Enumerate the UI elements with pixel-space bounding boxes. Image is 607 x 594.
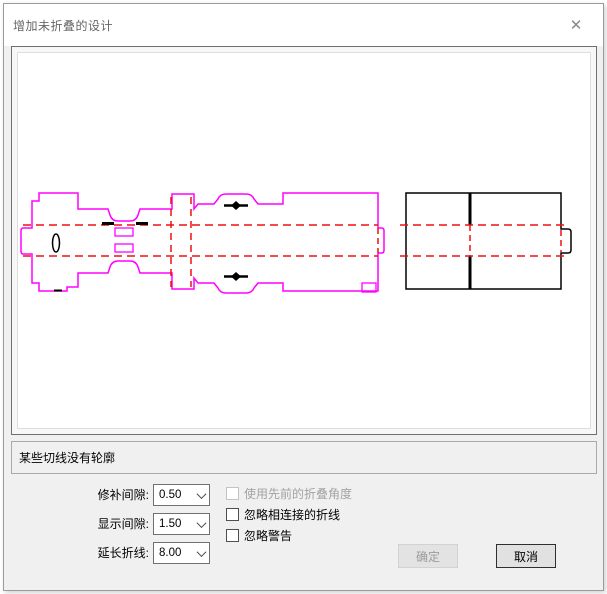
display-gap-label: 显示间隙:: [97, 517, 149, 531]
repair-gap-label: 修补间隙:: [97, 488, 149, 502]
dieline-drawing: [20, 192, 572, 294]
ok-button: 确定: [398, 544, 458, 568]
dieline-preview-canvas: [17, 52, 591, 429]
ignore-connected-folds-checkbox[interactable]: 忽略相连接的折线: [226, 506, 340, 522]
warning-message-box: 某些切线没有轮廓: [11, 441, 597, 474]
warning-text: 某些切线没有轮廓: [19, 451, 116, 465]
checkbox-label: 忽略警告: [244, 528, 293, 543]
dialog-window: 增加未折叠的设计 ✕: [3, 3, 604, 591]
dialog-title: 增加未折叠的设计: [13, 18, 114, 33]
use-previous-fold-angle-checkbox: 使用先前的折叠角度: [226, 485, 352, 501]
checkbox-icon: [226, 486, 239, 500]
preview-panel: [11, 46, 597, 435]
checkbox-icon[interactable]: [226, 507, 239, 521]
repair-gap-value: 0.50: [159, 489, 182, 501]
extend-fold-label: 延长折线:: [97, 546, 149, 560]
ignore-warnings-checkbox[interactable]: 忽略警告: [226, 527, 292, 543]
titlebar: 增加未折叠的设计 ✕: [4, 4, 603, 46]
checkbox-label: 忽略相连接的折线: [244, 507, 341, 522]
chevron-down-icon: [193, 485, 209, 505]
checkbox-icon[interactable]: [226, 528, 239, 542]
extend-fold-value: 8.00: [159, 547, 182, 559]
repair-gap-combobox[interactable]: 0.50: [153, 484, 210, 506]
checkbox-label: 使用先前的折叠角度: [244, 486, 353, 501]
close-icon[interactable]: ✕: [569, 17, 583, 34]
chevron-down-icon: [193, 514, 209, 534]
display-gap-combobox[interactable]: 1.50: [153, 513, 210, 535]
cancel-button[interactable]: 取消: [496, 544, 556, 568]
extend-fold-combobox[interactable]: 8.00: [153, 542, 210, 564]
chevron-down-icon: [193, 543, 209, 563]
display-gap-value: 1.50: [159, 518, 182, 530]
